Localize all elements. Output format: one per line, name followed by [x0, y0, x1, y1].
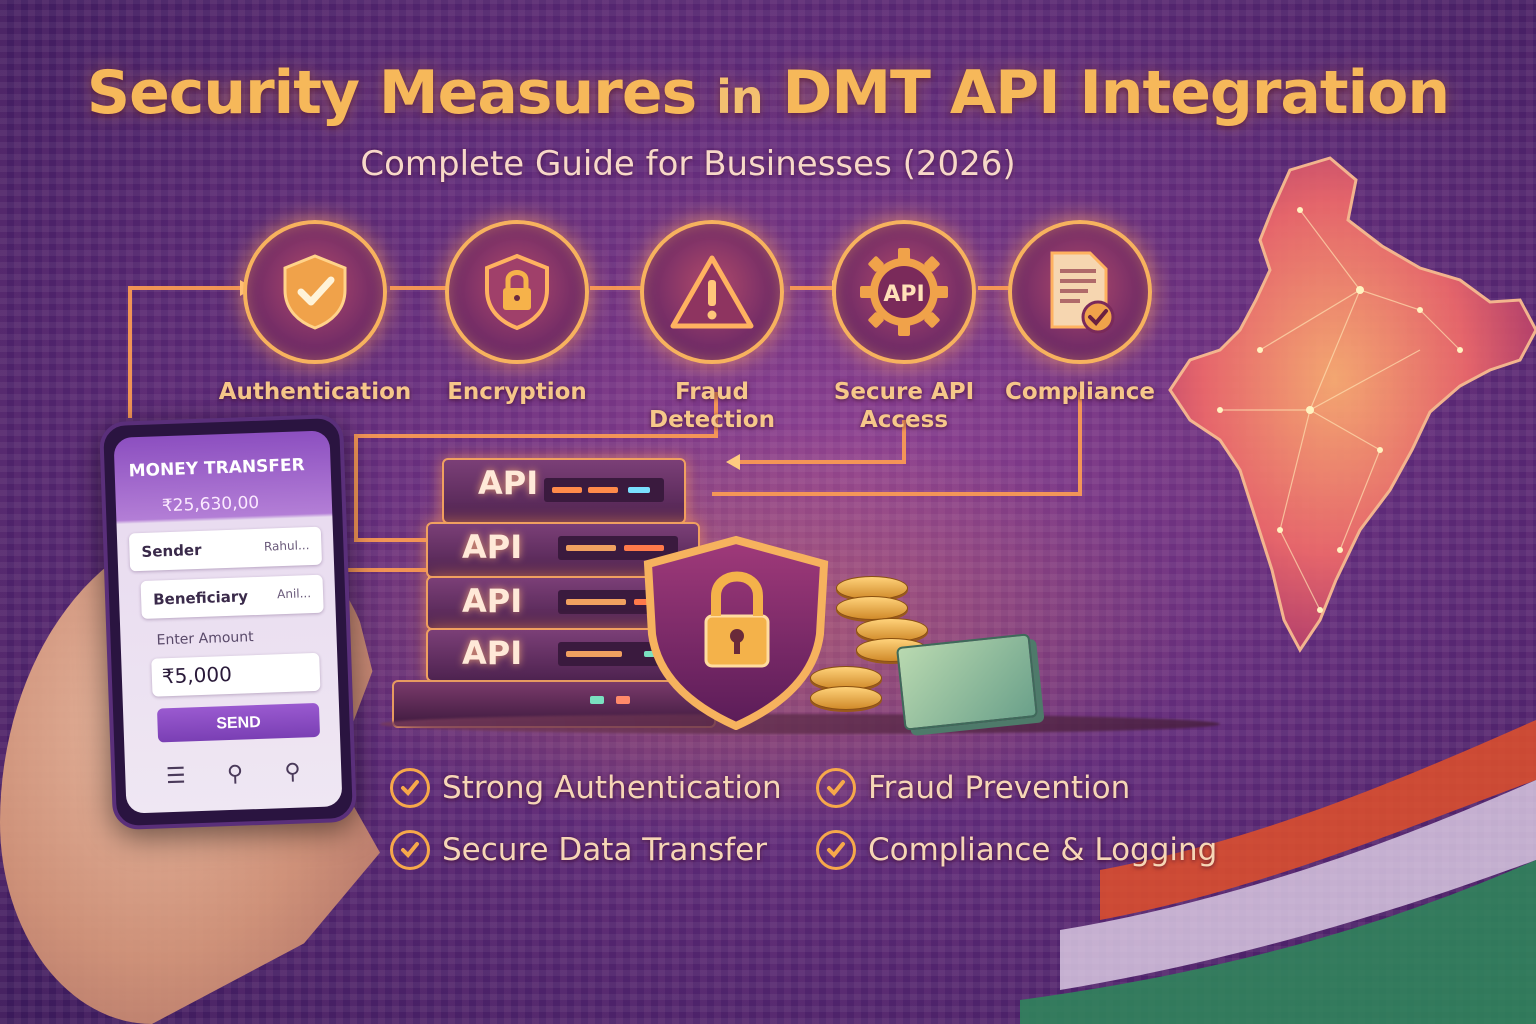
server-label: API	[462, 582, 523, 620]
check-icon	[390, 768, 430, 808]
step-circle	[445, 220, 589, 364]
india-map-graphic	[1168, 156, 1536, 653]
search-icon[interactable]: ⚲	[284, 759, 301, 785]
step-label: Fraud Detection	[649, 379, 775, 433]
step-compliance: Compliance	[980, 220, 1180, 406]
beneficiary-label: Beneficiary	[152, 587, 249, 609]
server-label: API	[478, 464, 539, 502]
send-button[interactable]: SEND	[156, 702, 321, 743]
coin	[836, 596, 908, 620]
amount-input[interactable]: ₹5,000	[151, 652, 321, 697]
beneficiary-field[interactable]: Beneficiary Anil...	[140, 574, 324, 620]
check-icon	[390, 830, 430, 870]
benefit-label: Fraud Prevention	[868, 770, 1131, 806]
sender-label: Sender	[141, 540, 202, 561]
check-icon	[816, 830, 856, 870]
api-icon-text: API	[883, 282, 924, 307]
search-icon[interactable]: ⚲	[226, 761, 244, 787]
beneficiary-value: Anil...	[276, 586, 312, 602]
phone: MONEY TRANSFER ₹25,630,00 Sender Rahul..…	[98, 413, 358, 831]
benefit-label: Strong Authentication	[442, 770, 782, 806]
step-secure-api-access: API Secure API Access	[804, 220, 1004, 434]
flag-wave-graphic	[1020, 720, 1536, 1024]
check-icon	[816, 768, 856, 808]
phone-screen: MONEY TRANSFER ₹25,630,00 Sender Rahul..…	[113, 430, 343, 814]
server-rack	[544, 478, 664, 502]
api-gear-icon: API	[860, 248, 948, 336]
phone-balance: ₹25,630,00	[161, 492, 260, 517]
step-encryption: Encryption	[417, 220, 617, 406]
coin	[810, 686, 882, 710]
step-authentication: Authentication	[215, 220, 415, 406]
step-label: Compliance	[1004, 379, 1155, 405]
step-circle	[243, 220, 387, 364]
step-circle: API	[832, 220, 976, 364]
sender-value: Rahul...	[263, 538, 310, 554]
amount-label: Enter Amount	[156, 629, 254, 649]
server-rack	[558, 536, 678, 560]
shield-lock-icon	[485, 253, 549, 331]
menu-icon[interactable]: ☰	[165, 763, 187, 789]
shield-check-icon	[283, 254, 347, 330]
page-title: Security Measures in DMT API Integration	[86, 58, 1450, 128]
document-check-icon	[1050, 251, 1115, 334]
benefit-item: Strong Authentication	[390, 768, 782, 808]
step-label: Authentication	[218, 379, 412, 405]
server-label: API	[462, 528, 523, 566]
step-fraud-detection: Fraud Detection	[612, 220, 812, 434]
benefit-item: Compliance & Logging	[816, 830, 1217, 870]
step-label: Secure API Access	[833, 379, 975, 433]
server-unit: API	[442, 458, 686, 524]
benefit-item: Secure Data Transfer	[390, 830, 767, 870]
phone-title: MONEY TRANSFER	[128, 455, 306, 482]
step-circle	[1008, 220, 1152, 364]
warning-icon	[670, 255, 754, 329]
server-label: API	[462, 634, 523, 672]
amount-value: ₹5,000	[161, 661, 233, 689]
step-label: Encryption	[447, 379, 587, 405]
benefit-item: Fraud Prevention	[816, 768, 1130, 808]
benefit-label: Compliance & Logging	[868, 832, 1218, 868]
step-circle	[640, 220, 784, 364]
phone-nav: ☰ ⚲ ⚲	[145, 751, 322, 797]
benefit-label: Secure Data Transfer	[442, 832, 767, 868]
sender-field[interactable]: Sender Rahul...	[128, 526, 323, 572]
page-subtitle: Complete Guide for Businesses (2026)	[360, 144, 1016, 184]
cash-bundle	[895, 633, 1039, 731]
shield-lock-icon	[643, 535, 829, 730]
